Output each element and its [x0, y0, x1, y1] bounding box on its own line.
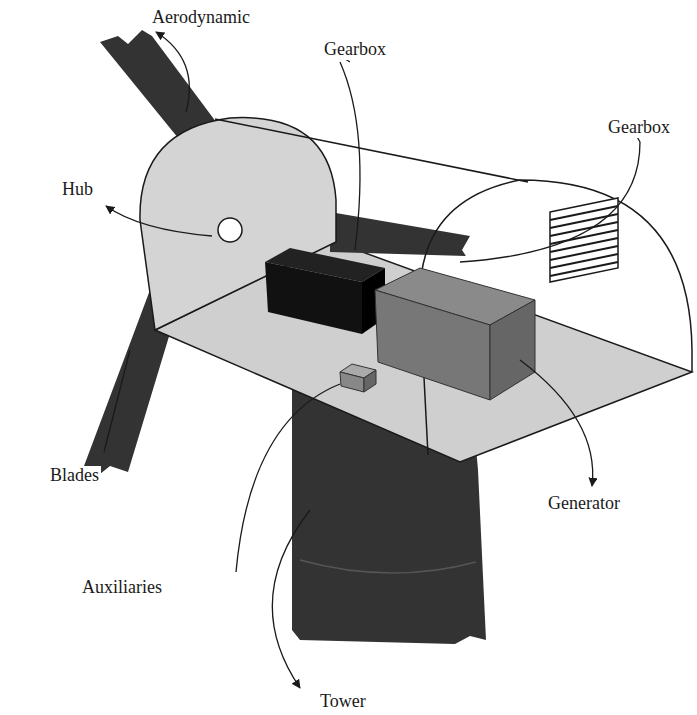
generator-box — [375, 268, 535, 400]
part-label: Auxiliaries — [80, 578, 164, 598]
part-label: Gearbox — [322, 40, 388, 60]
part-label: Blades — [48, 466, 101, 486]
part-label: Gearbox — [606, 118, 672, 138]
vent-grille — [550, 198, 618, 282]
leader-lines — [104, 32, 640, 688]
gearbox-box — [265, 248, 385, 334]
part-label: Tower — [318, 692, 368, 712]
part-label: Hub — [60, 180, 95, 200]
part-label: Aerodynamic — [150, 8, 252, 28]
blade — [330, 212, 470, 256]
auxiliaries-box — [340, 364, 376, 392]
hub — [218, 218, 242, 242]
part-label: Generator — [546, 494, 622, 514]
